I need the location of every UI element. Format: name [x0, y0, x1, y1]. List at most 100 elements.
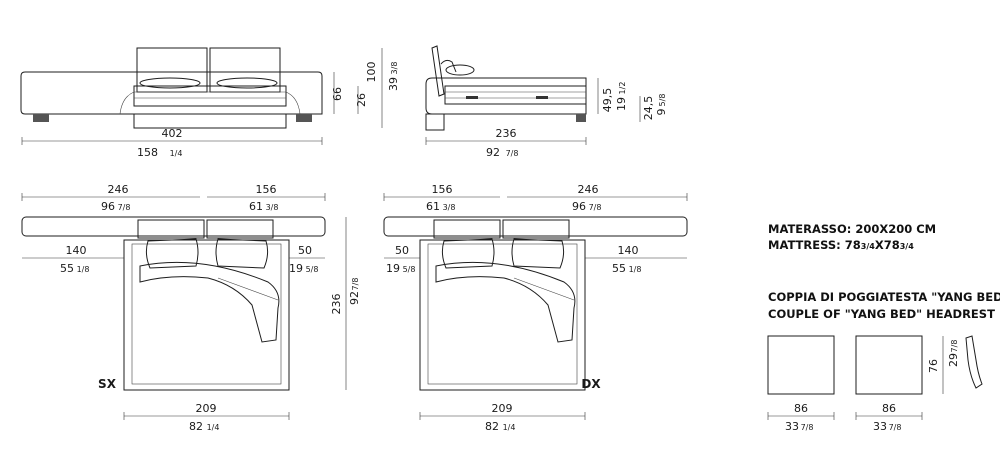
side-foot	[425, 113, 445, 131]
dx-bed-width-in-frac: 1/4	[503, 423, 516, 432]
sx-bed-width-cm: 209	[196, 402, 217, 415]
sx-length-cm: 236	[330, 294, 343, 315]
side-height-a: 49,5	[601, 88, 614, 113]
dx-wing-right-in-frac: 1/8	[629, 265, 642, 274]
side-height-b-frac: 1/2	[618, 82, 627, 95]
front-mattress	[133, 85, 287, 107]
dx-mattress	[427, 243, 578, 385]
dx-platform	[383, 216, 688, 237]
mattress-line-en: MATTRESS: 783/4X783/4	[768, 238, 914, 252]
sx-label: SX	[98, 377, 117, 391]
sx-length-in: 92	[348, 291, 361, 305]
sx-wing-left-cm: 140	[66, 244, 87, 257]
dx-wing-right-in: 55	[612, 262, 626, 275]
side-height-d: 9	[655, 109, 668, 116]
front-width-in: 158	[137, 146, 158, 159]
sx-wing-right-cm: 50	[298, 244, 312, 257]
mattress-line-en-a: MATTRESS: 78	[768, 238, 861, 252]
sx-mattress	[131, 243, 282, 385]
front-width-in-frac: 1/4	[170, 149, 183, 158]
headrest-line-en: COUPLE OF "YANG BED" HEADREST	[768, 307, 995, 321]
dx-ext-right-cm: 246	[578, 183, 599, 196]
sx-headrest-left	[137, 219, 205, 239]
headrest-width2-in: 33	[873, 420, 887, 433]
dx-wing-left-in-frac: 5/8	[403, 265, 416, 274]
headrest-height-in-frac: 7/8	[950, 340, 959, 353]
sx-blanket	[139, 261, 280, 343]
side-foot-end	[576, 114, 586, 122]
sx-ext-right-in-frac: 3/8	[266, 203, 279, 212]
mattress-line-en-frac1: 3/4	[861, 242, 875, 251]
side-mattress	[444, 85, 587, 105]
plan-sx: 246 96 7/8 156 61 3/8 140 55 1/8 50 19 5…	[21, 183, 361, 433]
sx-bed-width-in: 82	[189, 420, 203, 433]
side-pillow	[445, 64, 475, 76]
mattress-line-it: MATERASSO: 200X200 CM	[768, 222, 936, 236]
headrest-height-in: 29	[947, 353, 960, 367]
headrest-line-it: COPPIA DI POGGIATESTA "YANG BED"	[768, 290, 1000, 304]
side-height-b: 19	[615, 97, 628, 111]
side-height-d-frac: 5/8	[658, 94, 667, 107]
dx-bed-width-cm: 209	[492, 402, 513, 415]
sx-length-in-frac: 7/8	[351, 278, 360, 291]
sx-wing-left-in: 55	[60, 262, 74, 275]
dx-pillow-right	[511, 238, 565, 269]
side-elevation: 236 92 7/8 49,5 19 1/2 24,5 9 5/8	[425, 45, 668, 159]
sx-bed-width-in-frac: 1/4	[207, 423, 220, 432]
sx-platform	[21, 216, 326, 237]
sx-wing-left-in-frac: 1/8	[77, 265, 90, 274]
front-pillow-left	[139, 77, 201, 89]
dx-label: DX	[581, 377, 601, 391]
front-foot-left	[33, 114, 49, 122]
front-platform	[20, 71, 323, 115]
dx-bed-frame	[419, 239, 586, 391]
dx-headrest-right	[502, 219, 570, 239]
headrest-side-profile	[965, 335, 983, 389]
side-length-cm: 236	[496, 127, 517, 140]
mattress-line-en-frac2: 3/4	[900, 242, 914, 251]
headrest-height-cm: 76	[927, 359, 940, 373]
side-frame	[425, 77, 587, 115]
sx-pillow-right	[215, 238, 269, 269]
sx-headrest-right	[206, 219, 274, 239]
sx-ext-left-cm: 246	[108, 183, 129, 196]
mattress-note: MATERASSO: 200X200 CM MATTRESS: 783/4X78…	[768, 222, 936, 252]
dx-ext-right-in-frac: 7/8	[589, 203, 602, 212]
dx-headrest-left	[433, 219, 501, 239]
headrest-width1-in: 33	[785, 420, 799, 433]
sx-ext-left-in: 96	[101, 200, 115, 213]
dx-wing-left-cm: 50	[395, 244, 409, 257]
front-base	[133, 113, 287, 129]
side-headrest	[431, 45, 445, 97]
dx-pillow-left	[441, 238, 495, 269]
dx-blanket	[435, 261, 576, 343]
dx-ext-left-in: 61	[426, 200, 440, 213]
side-length-in-frac: 7/8	[506, 149, 519, 158]
sx-wing-right-in-frac: 5/8	[306, 265, 319, 274]
front-height-total: 66	[331, 87, 344, 101]
headrest-width2-in-frac: 7/8	[889, 423, 902, 432]
sx-pillow-left	[145, 238, 199, 269]
headrest-detail: COPPIA DI POGGIATESTA "YANG BED" COUPLE …	[767, 290, 1000, 433]
headrest-front-right	[855, 335, 923, 395]
dx-wing-left-in: 19	[386, 262, 400, 275]
dx-ext-left-in-frac: 3/8	[443, 203, 456, 212]
headrest-width1-cm: 86	[794, 402, 808, 415]
sx-ext-right-cm: 156	[256, 183, 277, 196]
front-pillow-right	[216, 77, 278, 89]
dx-bed-width-in: 82	[485, 420, 499, 433]
dx-wing-right-cm: 140	[618, 244, 639, 257]
sx-bed-frame	[123, 239, 290, 391]
front-foot-right	[296, 114, 312, 122]
side-handle-left	[466, 96, 478, 99]
front-elevation: 402 158 1/4 66 26 100 39 3/8	[20, 47, 400, 159]
dx-ext-right-in: 96	[572, 200, 586, 213]
headrest-front-left	[767, 335, 835, 395]
front-width-cm: 402	[162, 127, 183, 140]
front-height-head-in-frac: 3/8	[390, 62, 399, 75]
front-height-base: 26	[355, 93, 368, 107]
side-handle-right	[536, 96, 548, 99]
front-height-head: 100	[365, 62, 378, 83]
sx-ext-left-in-frac: 7/8	[118, 203, 131, 212]
